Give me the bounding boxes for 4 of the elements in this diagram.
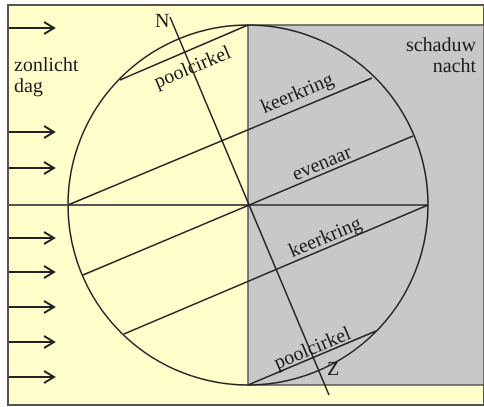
night-label: schaduw nacht	[405, 35, 476, 77]
latitude-label: evenaar	[289, 141, 355, 185]
pole-label: N	[155, 10, 170, 32]
day-label: zonlicht dag	[14, 55, 80, 97]
